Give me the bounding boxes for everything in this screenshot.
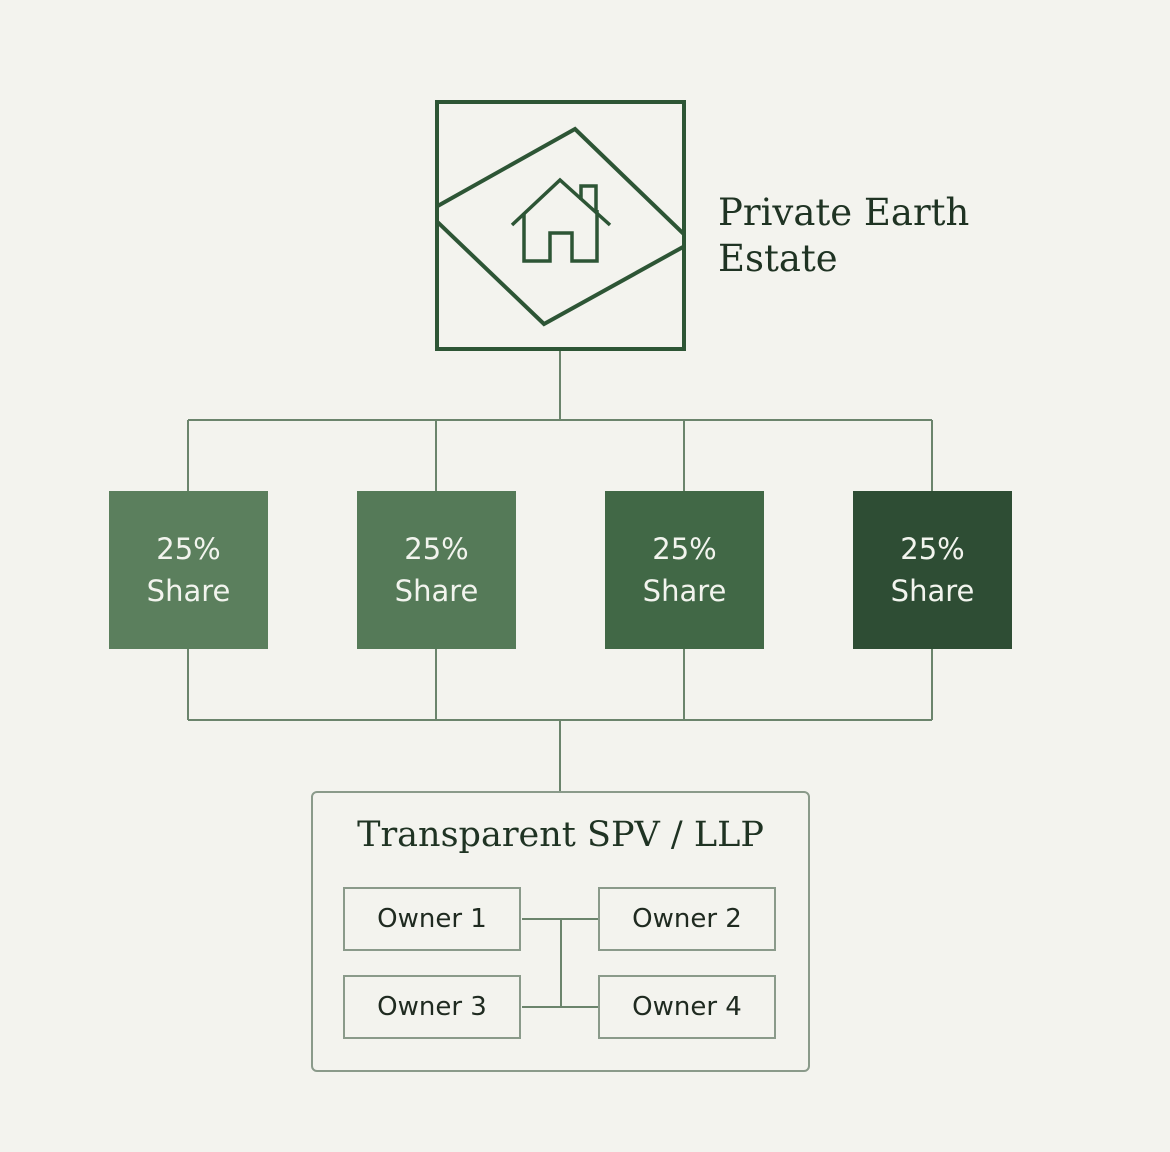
share-label: Share [146,574,231,608]
estate-title-line2: Estate [718,237,838,280]
share-label: Share [394,574,479,608]
share-box-2: 25% Share [357,491,516,649]
share-percent: 25% [900,532,965,566]
share-box-3: 25% Share [605,491,764,649]
share-box-1: 25% Share [109,491,268,649]
owner-box-1: Owner 1 [343,887,521,951]
house-icon [510,177,612,263]
share-percent: 25% [156,532,221,566]
owner-box-3: Owner 3 [343,975,521,1039]
spv-container [311,791,810,1072]
owner-box-4: Owner 4 [598,975,776,1039]
spv-title: Transparent SPV / LLP [357,815,764,855]
owner-box-2: Owner 2 [598,887,776,951]
diamond-shape [438,126,682,327]
estate-frame [435,100,686,351]
estate-title: Private Earth Estate [718,190,969,282]
share-percent: 25% [652,532,717,566]
share-label: Share [890,574,975,608]
share-percent: 25% [404,532,469,566]
estate-logo [435,100,686,351]
share-box-4: 25% Share [853,491,1012,649]
estate-title-line1: Private Earth [718,191,970,234]
share-label: Share [642,574,727,608]
